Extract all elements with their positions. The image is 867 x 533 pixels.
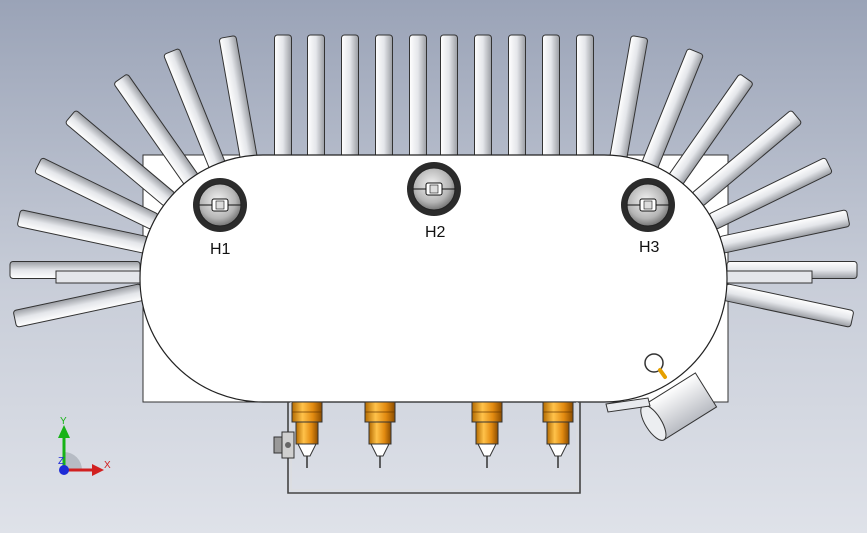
x-axis-label: X: [104, 460, 111, 471]
magnifier-icon[interactable]: [644, 353, 667, 379]
z-axis-dot: [59, 465, 69, 475]
heater-label-h1: H1: [210, 241, 231, 258]
heatsink-fin-8: [542, 34, 560, 161]
heatsink-fin-9: [576, 34, 594, 161]
heater-label-h3: H3: [639, 239, 660, 256]
connectors: [291, 401, 574, 468]
housing-body: [139, 154, 728, 403]
heater-h1: [193, 178, 247, 232]
connector-2: [364, 401, 396, 468]
heatsink-fin-6: [474, 34, 492, 161]
connector-1: [291, 401, 323, 468]
heatsink-fins: [9, 34, 858, 328]
wire-clamp: [273, 431, 295, 459]
sensor-bracket: [605, 397, 651, 413]
heatsink-fin-1: [307, 34, 325, 161]
heater-h3: [621, 178, 675, 232]
heatsink-fin-2: [341, 34, 359, 161]
heatsink-fin-3: [375, 34, 393, 161]
heatsink-fin-4: [409, 34, 427, 161]
heatsink-fin-l0: [219, 35, 259, 167]
right-bracket: [723, 270, 813, 284]
angled-sensor: [640, 372, 718, 441]
z-axis-label: Z: [58, 456, 64, 467]
heater-label-h2: H2: [425, 224, 446, 241]
heatsink-fin-5: [440, 34, 458, 161]
connector-3: [471, 401, 503, 468]
left-bracket: [55, 270, 147, 284]
heatsink-fin-r0: [608, 35, 648, 167]
heatsink-fin-r7: [723, 283, 854, 328]
wire-loop: [287, 402, 581, 494]
heater-h2: [407, 162, 461, 216]
heatsink-fin-7: [508, 34, 526, 161]
view-orientation-triad-icon[interactable]: Y X Z: [58, 416, 111, 476]
y-axis-label: Y: [60, 416, 67, 427]
heatsink-fin-0: [274, 34, 292, 161]
connector-4: [542, 401, 574, 468]
heatsink-fin-l7: [13, 283, 144, 328]
